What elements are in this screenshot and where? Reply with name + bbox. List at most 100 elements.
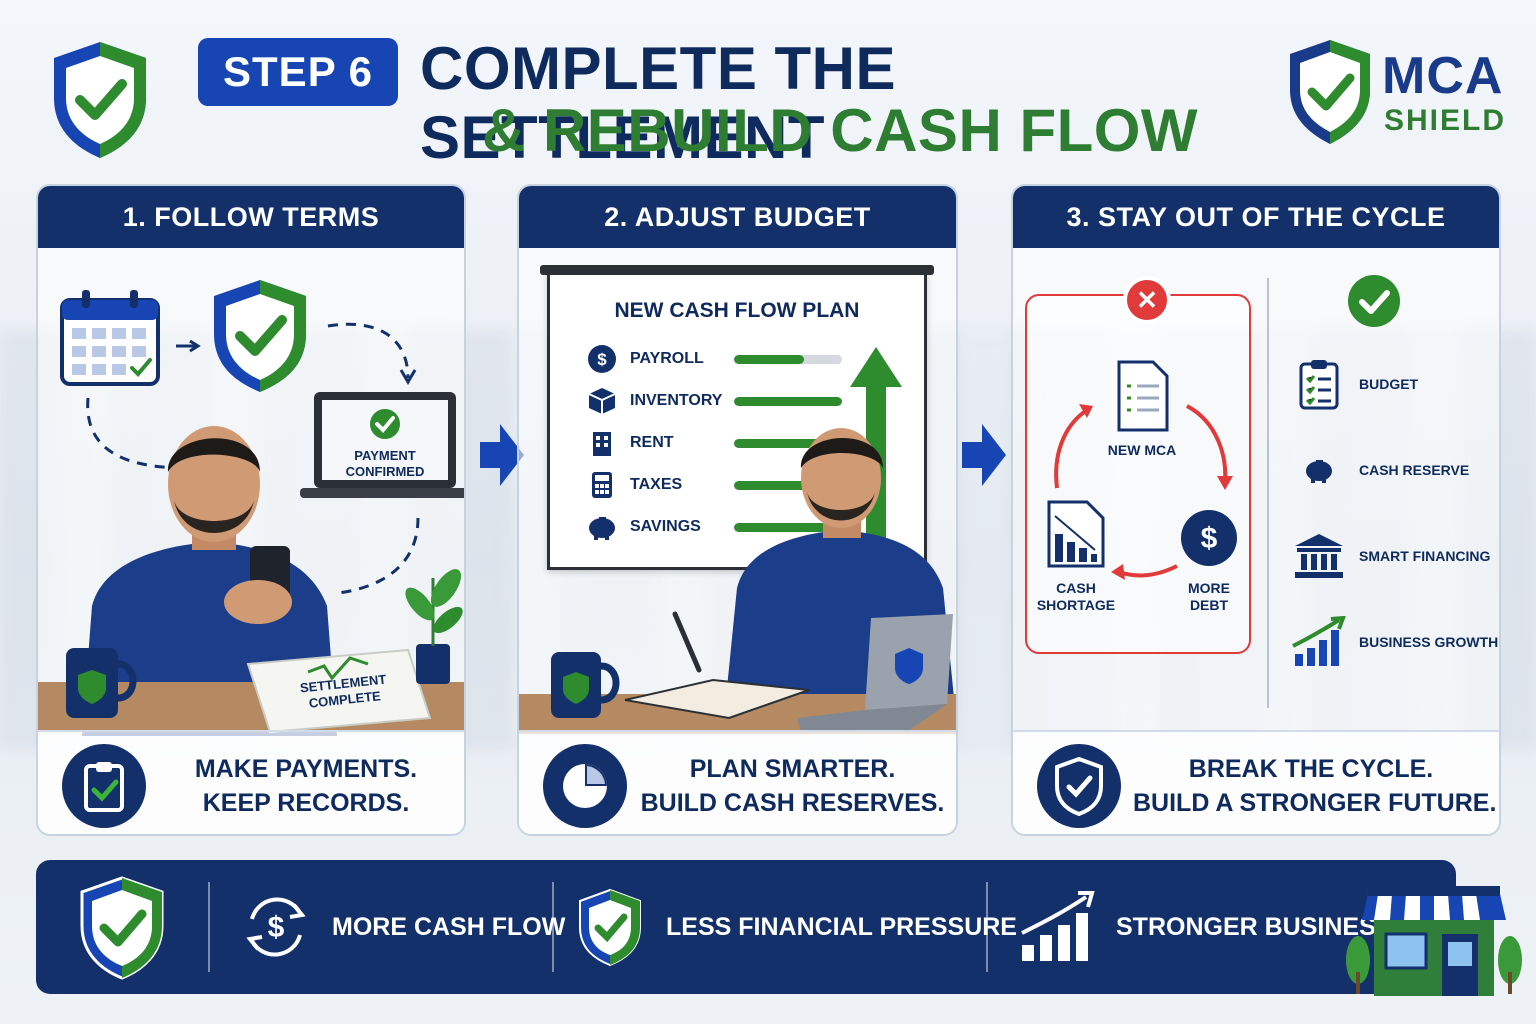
plan-item-label: PAYROLL [630,350,704,367]
panel-adjust-budget: 2. ADJUST BUDGET NEW CASH FLOW PLAN $ PAY… [517,184,958,836]
plan-item-label: SAVINGS [630,518,701,535]
divider [986,882,988,972]
footer-text: BREAK THE CYCLE. BUILD A STRONGER FUTURE… [1133,752,1497,820]
growth-chart-icon [1289,612,1349,672]
dollar-cycle-icon: $ [246,897,306,957]
shield-check-icon [80,876,164,980]
plan-item-rent: RENT [586,425,842,461]
svg-text:$: $ [597,350,607,369]
debt-cycle-box: ✕ NEW MCA CASH SHORTA [1025,276,1251,654]
good-habit-label: BUSINESS GROWTH [1359,634,1499,650]
cycle-label-cash: CASH [1056,580,1096,596]
plan-item-bar-fill [734,522,842,532]
panel-footer: PLAN SMARTER. BUILD CASH RESERVES. [519,730,956,834]
divider [552,882,554,972]
divider [208,882,210,972]
page-title-line2: & REBUILD CASH FLOW [481,97,1199,164]
good-habit-label: CASH RESERVE [1359,462,1470,478]
shield-check-icon [54,42,146,158]
cycle-label-more: MORE [1188,580,1230,596]
plan-item-label: INVENTORY [630,392,723,409]
plan-item-bar [734,354,842,364]
storefront-icon [1346,886,1522,996]
panel-title: 3. STAY OUT OF THE CYCLE [1013,186,1499,248]
svg-text:$: $ [268,911,285,944]
footer-line2: KEEP RECORDS. [202,789,410,817]
dashed-flow-arrows [86,322,420,595]
board-title: NEW CASH FLOW PLAN [614,299,860,322]
good-habit-smart-financing: SMART FINANCING [1289,526,1490,586]
cycle-label-more-debt: MORE DEBT [1167,580,1251,614]
cycle-label-cash-shortage: CASH SHORTAGE [1031,580,1121,614]
logo-text-mca: MCA [1382,47,1504,105]
settlement-document [246,648,432,734]
laptop-icon [797,614,953,732]
plan-item-label: RENT [630,434,674,451]
brand-logo: MCA SHIELD [1284,36,1514,156]
footer-line1: BREAK THE CYCLE. [1188,755,1434,783]
plan-item-payroll: $ PAYROLL [586,341,842,377]
plan-item-bar [734,522,842,532]
good-habit-label: BUDGET [1359,376,1419,392]
pen-icon [672,611,702,673]
clipboard-check-icon [62,744,146,828]
footer-line1: MAKE PAYMENTS. [194,755,418,783]
cycle-label-new-mca: NEW MCA [1107,442,1177,458]
laptop-screen-text: PAYMENT CONFIRMED [345,448,425,479]
good-habit-label: SMART FINANCING [1359,548,1491,564]
benefit-label: MORE CASH FLOW [332,912,566,941]
piggy-bank-icon [1289,440,1349,500]
plan-item-bar-fill [734,396,842,406]
cycle-label-debt: DEBT [1189,597,1229,613]
document-icon [1117,360,1169,432]
benefit-more-cash-flow: $ MORE CASH FLOW [238,860,565,994]
plan-item-bar-fill [734,480,842,490]
footer-line2: BUILD A STRONGER FUTURE. [1133,789,1497,817]
cycle-label-shortage: SHORTAGE [1036,597,1116,613]
piggy-bank-icon [586,511,618,543]
follow-terms-scene: PAYMENT CONFIRMED SETTLEMENT COMPLETE [38,248,464,736]
plan-item-bar [734,438,842,448]
plan-item-bar [734,480,842,490]
arrow-right-icon [962,424,1006,486]
x-icon: ✕ [1123,276,1171,324]
plan-item-savings: SAVINGS [586,509,842,545]
declining-chart-icon [1047,500,1105,568]
arrow-right-icon [480,424,524,486]
footer-line1: PLAN SMARTER. [689,755,896,783]
notebook-icon [624,678,810,720]
shield-check-icon [214,280,306,392]
panel-follow-terms: 1. FOLLOW TERMS [36,184,466,836]
calculator-icon [586,469,618,501]
benefit-stronger-business: STRONGER BUSINESS [1018,860,1392,994]
pie-chart-icon [543,744,627,828]
good-habit-cash-reserve: CASH RESERVE [1289,440,1469,500]
panel-title: 2. ADJUST BUDGET [519,186,956,248]
plan-item-bar-fill [734,438,842,448]
benefit-label: LESS FINANCIAL PRESSURE [666,912,1017,941]
plan-item-taxes: TAXES [586,467,842,503]
bank-icon [1289,526,1349,586]
dollar-icon: $ [1181,510,1237,566]
box-icon [586,385,618,417]
arrow-right-icon [176,339,201,353]
calendar-icon [60,290,160,386]
laptop-icon [300,392,464,498]
plant-icon [405,569,463,684]
step-badge: STEP 6 [198,38,398,106]
mug-icon [66,648,137,718]
logo-text-shield: SHIELD [1384,104,1507,137]
footer-text: PLAN SMARTER. BUILD CASH RESERVES. [639,752,946,820]
check-circle-icon [1348,275,1400,327]
dollar-icon: $ [586,343,618,375]
panel-footer: MAKE PAYMENTS. KEEP RECORDS. [38,730,464,834]
shield-check-icon [579,888,641,967]
panel-stay-out-of-cycle: 3. STAY OUT OF THE CYCLE ✕ NEW MCA [1011,184,1501,836]
cash-flow-whiteboard: NEW CASH FLOW PLAN $ PAYROLL INVENTORY RENT… [540,265,934,570]
plan-item-bar [734,396,842,406]
plan-item-label: TAXES [630,476,683,493]
adjust-budget-scene: NEW CASH FLOW PLAN $ PAYROLL INVENTORY RENT… [519,248,956,734]
benefit-label: STRONGER BUSINESS [1116,912,1393,941]
plan-item-bar-fill [734,354,805,364]
panel-footer: BREAK THE CYCLE. BUILD A STRONGER FUTURE… [1013,730,1499,834]
